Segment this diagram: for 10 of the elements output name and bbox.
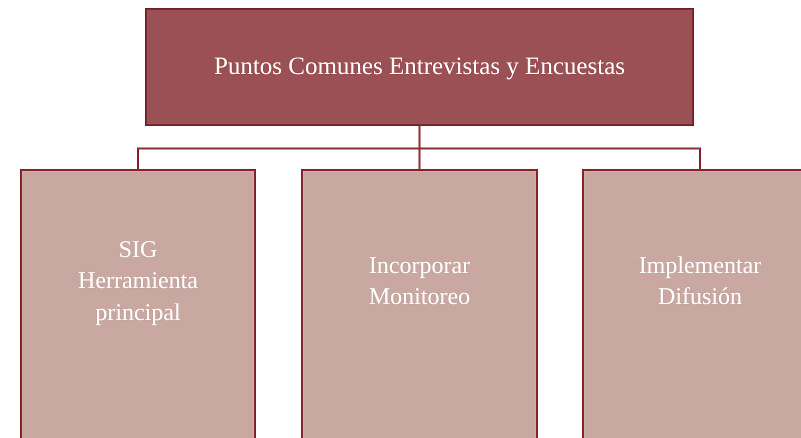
node-text: SIG bbox=[118, 236, 158, 266]
root-box bbox=[145, 8, 694, 126]
category-box bbox=[582, 169, 801, 438]
node-text: Herramienta principal bbox=[77, 267, 199, 328]
node-text: Incorporar Monitoreo bbox=[368, 252, 472, 312]
node-text: Puntos Comunes Entrevistas y Encuestas bbox=[214, 52, 626, 82]
node-text: Implementar Difusión bbox=[638, 252, 762, 312]
category-box bbox=[20, 169, 256, 438]
connector-line bbox=[418, 126, 701, 169]
category-box bbox=[301, 169, 538, 438]
